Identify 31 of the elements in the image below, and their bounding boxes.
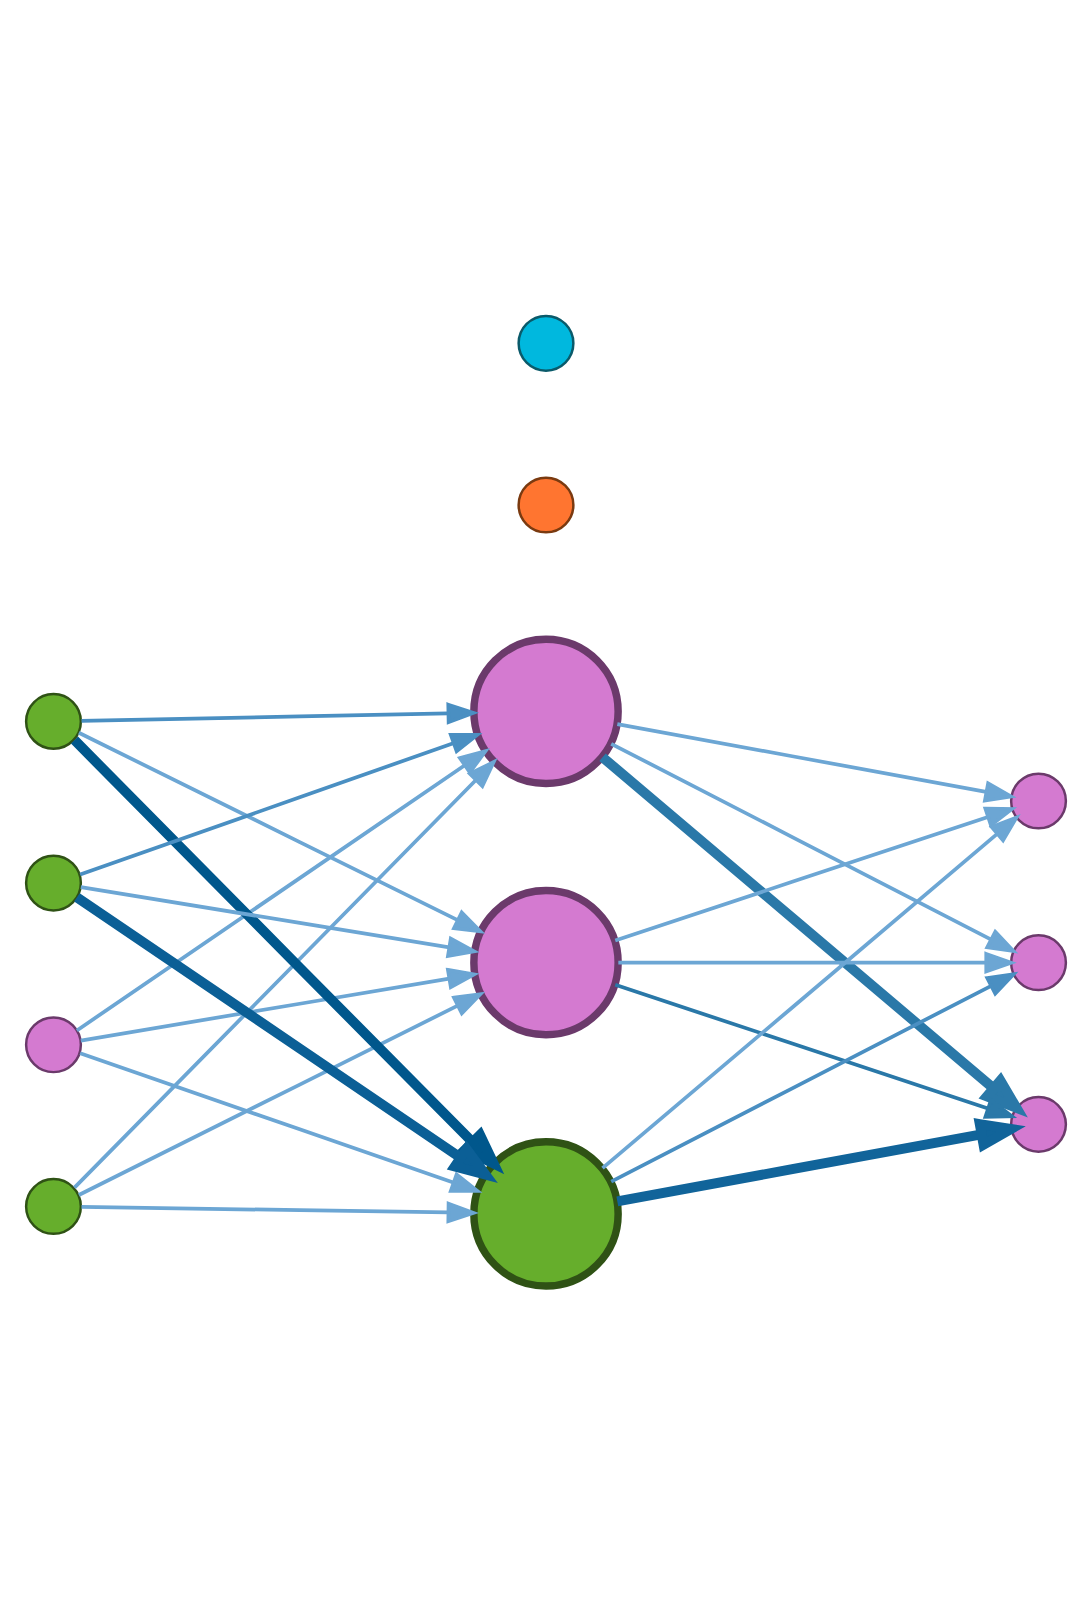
node-circle [470, 1137, 622, 1289]
node-circle [470, 634, 622, 787]
arrow [74, 892, 498, 1182]
arrow [81, 1200, 479, 1223]
arrow [618, 950, 1017, 973]
arrow [610, 970, 1019, 1183]
arrow [610, 741, 1019, 953]
node-circle [470, 885, 622, 1038]
arrow [78, 730, 486, 933]
arrow [601, 812, 1021, 1169]
node-circle [24, 1176, 83, 1235]
arrow [81, 701, 479, 724]
arrow [75, 746, 491, 1031]
arrow [616, 1117, 1026, 1206]
arrow [79, 731, 483, 876]
node-circle [1009, 1094, 1068, 1152]
arrow [599, 752, 1028, 1117]
arrow [614, 982, 1018, 1118]
arrow [616, 721, 1017, 802]
arrow [78, 990, 486, 1196]
node-circle [1009, 771, 1068, 829]
arrow [614, 805, 1018, 942]
node-circle [24, 853, 83, 911]
arrow [80, 966, 480, 1042]
node-circle [1009, 933, 1068, 991]
node-circle [24, 691, 83, 749]
arrow [79, 1050, 483, 1192]
node-circle [24, 1015, 83, 1073]
node-circle [517, 313, 575, 371]
node-circle [517, 475, 575, 533]
arrow [80, 884, 480, 958]
